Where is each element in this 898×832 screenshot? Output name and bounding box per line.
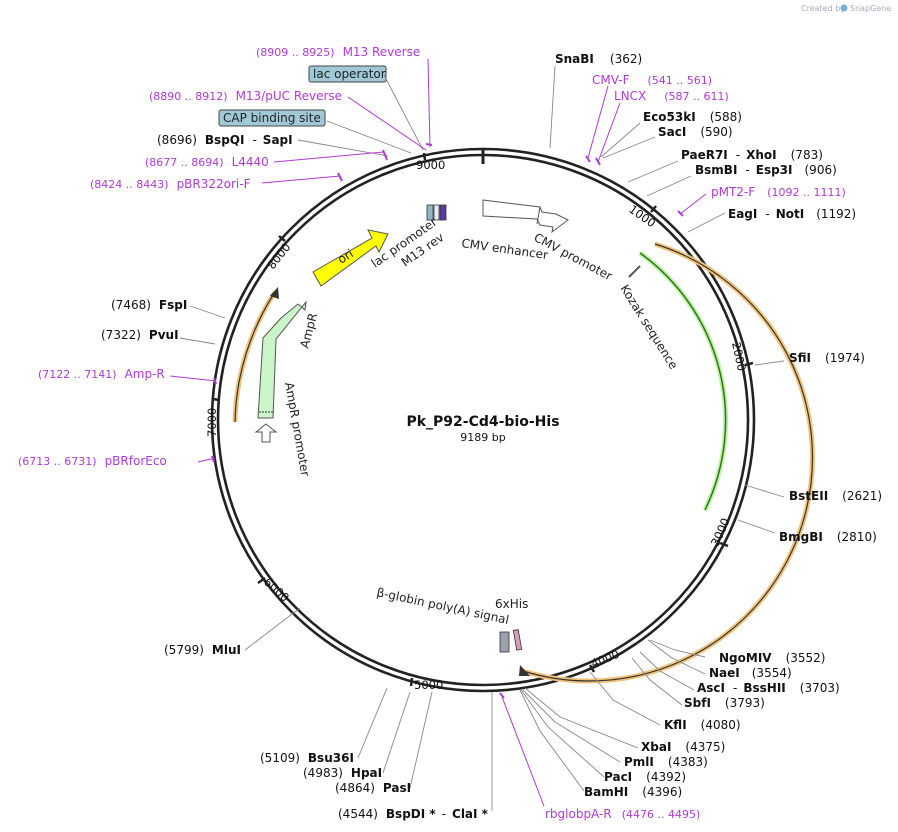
primer-l4440: (8677 .. 8694)L4440: [145, 155, 269, 169]
lac-operator-box-label: lac operator: [313, 67, 386, 81]
his-tag-marker: [512, 629, 523, 651]
enzyme-bamhi: BamHI(4396): [584, 785, 682, 799]
enzyme-bspqi-sapi: (8696)BspQI-SapI: [157, 133, 293, 147]
lac-operator-marker: [433, 204, 440, 221]
tick-label-7000: 7000: [205, 408, 219, 437]
enzyme-kfli: KflI(4080): [664, 718, 741, 732]
enzyme-saci: SacI(590): [658, 125, 733, 139]
enzyme-sfii: SfiI(1974): [789, 351, 865, 365]
orf-outer-arrowhead: [519, 665, 530, 676]
ampr-promoter-label: AmpR promoter: [282, 381, 312, 477]
his-label: 6xHis: [495, 597, 528, 611]
snapgene-logo-icon: [840, 4, 848, 12]
enzyme-fspi: (7468)FspI: [111, 298, 187, 312]
cmv-feature-divider: [536, 206, 541, 225]
ampr-promoter-arrow: [254, 423, 278, 443]
enzyme-naei: NaeI(3554): [709, 666, 792, 680]
enzyme-paer7i-xhoi: PaeR7I-XhoI(783): [681, 148, 823, 162]
cap-binding-box: [218, 109, 326, 127]
primer-pbrforeco: (6713 .. 6731)pBRforEco: [18, 454, 167, 468]
primer-rbglobpa-r: rbglobpA-R(4476 .. 4495): [545, 807, 700, 821]
credit-brand: SnapGene: [850, 4, 891, 13]
enzyme-eco53ki: Eco53kI(588): [643, 110, 742, 124]
primer-m13-reverse: (8909 .. 8925)M13 Reverse: [256, 45, 420, 59]
enzyme-pasi: (4864)PasI: [335, 781, 411, 795]
enzyme-asci-bsshii: AscI-BssHII(3703): [697, 681, 840, 695]
lac-operator-box: [308, 65, 387, 83]
ampr-outer-arrowhead: [270, 287, 279, 299]
plasmid-size: 9189 bp: [460, 431, 505, 444]
enzyme-ngomiv: NgoMIV(3552): [719, 651, 825, 665]
kozak-marker: [628, 265, 641, 278]
orf-outer-arc-line: [522, 243, 814, 682]
primer-cmv-f: CMV-F(541 .. 561): [592, 73, 712, 87]
primer-leader-lines: [169, 58, 707, 807]
kozak-label: Kozak sequence: [617, 282, 680, 372]
enzyme-sbfi: SbfI(3793): [684, 696, 765, 710]
ori-feature-arrow: [312, 229, 389, 287]
ampr-label: AmpR: [297, 312, 320, 350]
enzyme-bspdi-clai: (4544)BspDI *-ClaI *: [338, 807, 489, 821]
enzyme-hpai: (4983)HpaI: [303, 766, 382, 780]
tick-marks: [211, 152, 754, 687]
tick-label-2000: 2000: [729, 341, 749, 373]
enzyme-bsteii: BstEII(2621): [789, 489, 882, 503]
orf-inner-arc-line: [639, 252, 727, 511]
orf-outer-arc: [522, 241, 815, 684]
enzyme-snabi: SnaBI(362): [555, 52, 642, 66]
primer-pmt2-f: pMT2-F(1092 .. 1111): [711, 185, 846, 199]
tick-label-4000: 4000: [589, 647, 621, 671]
orf-inner-arc: [638, 250, 729, 512]
tick-label-9000: 9000: [416, 158, 445, 172]
enzyme-eagi-noti: EagI-NotI(1192): [728, 207, 856, 221]
beta-globin-polya-marker: [499, 631, 510, 653]
tick-label-1000: 1000: [626, 202, 658, 230]
enzyme-bmgbi: BmgBI(2810): [779, 530, 877, 544]
tick-label-5000: 5000: [414, 678, 443, 692]
enzyme-pvui: (7322)PvuI: [101, 328, 179, 342]
ampr-outer-arc-line: [234, 291, 276, 423]
credit-prefix: Created by: [801, 4, 845, 13]
lac-promoter-marker: [426, 204, 434, 221]
enzyme-bsu36i: (5109)Bsu36I: [260, 751, 354, 765]
primer-lncx: LNCX(587 .. 611): [614, 89, 729, 103]
enzyme-pmli: PmlI(4383): [624, 755, 708, 769]
backbone-outer-ring: [210, 147, 756, 693]
primer-amp-r: (7122 .. 7141)Amp-R: [38, 367, 165, 381]
beta-globin-label: β-globin poly(A) signal: [375, 585, 510, 627]
ampr-feature-arrow: [257, 300, 307, 419]
enzyme-leader-lines: [179, 65, 785, 811]
enzyme-mlui: (5799)MluI: [164, 643, 241, 657]
plasmid-name: Pk_P92-Cd4-bio-His: [406, 414, 559, 430]
cmv-enhancer-promoter-arrow: [482, 199, 569, 234]
cap-binding-box-label: CAP binding site: [223, 111, 321, 125]
m13-rev-marker: [439, 204, 447, 221]
primer-marks: [211, 143, 684, 699]
enzyme-paci: PacI(4392): [604, 770, 686, 784]
primer-pbr322ori-f: (8424 .. 8443)pBR322ori-F: [90, 177, 251, 191]
enzyme-xbai: XbaI(4375): [641, 740, 725, 754]
enzyme-bsmbi-esp3i: BsmBI-Esp3I(906): [695, 163, 837, 177]
primer-m13-puc-reverse: (8890 .. 8912)M13/pUC Reverse: [149, 89, 342, 103]
